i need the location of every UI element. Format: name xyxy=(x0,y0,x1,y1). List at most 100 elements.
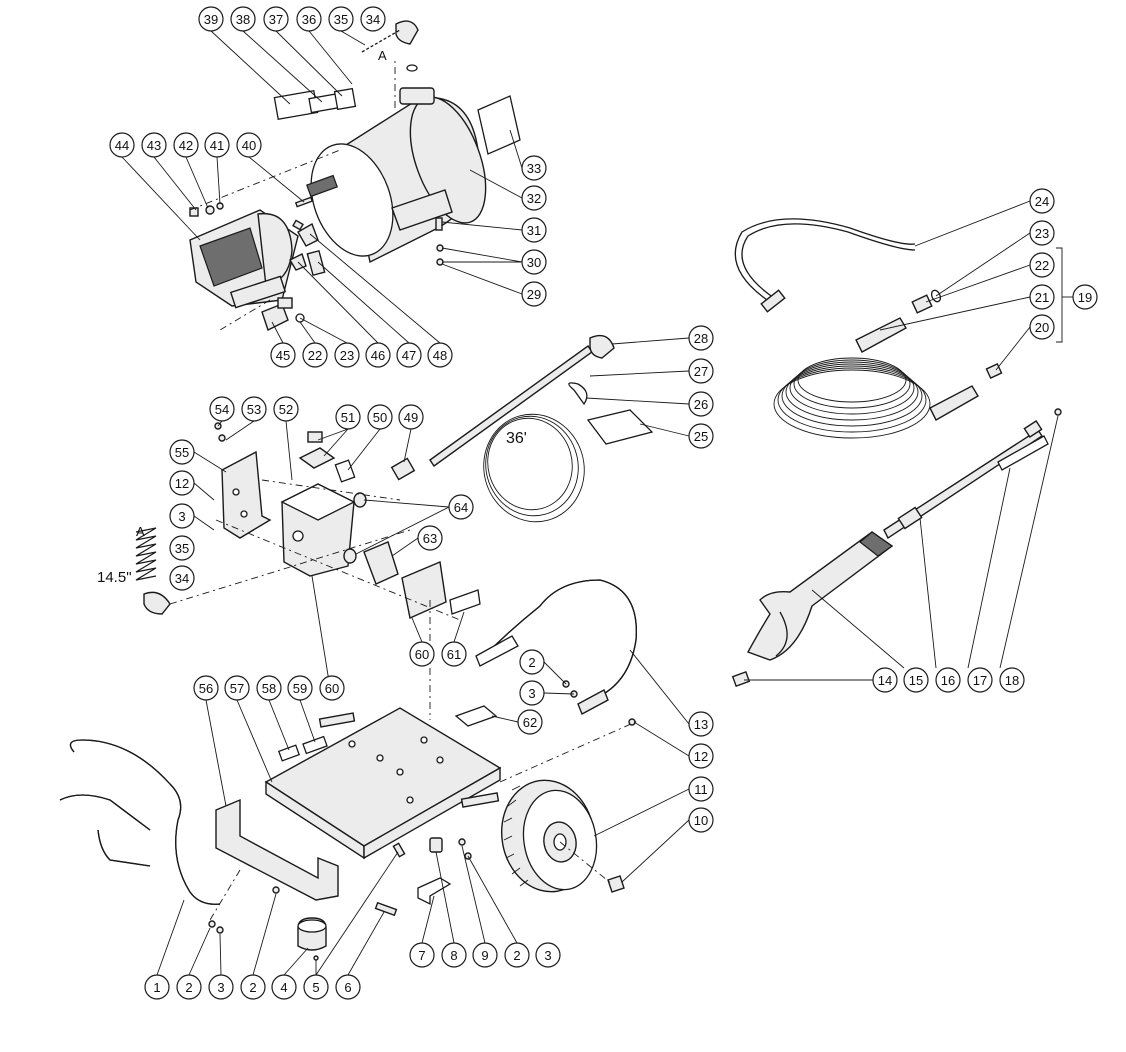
callout-circle xyxy=(169,535,195,561)
callout-26: 26 xyxy=(688,391,714,417)
callout-circle xyxy=(241,396,267,422)
callout-circle xyxy=(296,6,322,32)
callout-circle xyxy=(360,6,386,32)
callout-circle xyxy=(302,342,328,368)
callout-number: 51 xyxy=(341,410,355,425)
cart-frame-assembly xyxy=(59,579,641,961)
callout-circle xyxy=(688,776,714,802)
callout-circle xyxy=(872,667,898,693)
callout-34: 34 xyxy=(169,565,195,591)
callout-3: 3 xyxy=(208,974,234,1000)
callout-51: 51 xyxy=(335,404,361,430)
callout-circle xyxy=(441,942,467,968)
callout-17: 17 xyxy=(967,667,993,693)
callout-circle xyxy=(427,342,453,368)
callout-circle xyxy=(240,974,266,1000)
callout-circle xyxy=(688,807,714,833)
callout-number: 24 xyxy=(1035,194,1049,209)
callout-number: 8 xyxy=(450,948,457,963)
callout-38: 38 xyxy=(230,6,256,32)
callout-circle xyxy=(521,281,547,307)
callout-number: 43 xyxy=(147,138,161,153)
callout-11: 11 xyxy=(688,776,714,802)
callout-number: 5 xyxy=(312,980,319,995)
callout-23: 23 xyxy=(334,342,360,368)
callout-circle xyxy=(448,494,474,520)
callout-number: 3 xyxy=(178,509,185,524)
callout-circle xyxy=(1072,284,1098,310)
callout-circle xyxy=(271,974,297,1000)
callout-circle xyxy=(208,974,234,1000)
motor-assembly xyxy=(189,20,521,331)
callout-61: 61 xyxy=(441,641,467,667)
callout-circle xyxy=(1029,220,1055,246)
callout-circle xyxy=(169,439,195,465)
callout-circle xyxy=(273,396,299,422)
callout-number: 10 xyxy=(694,813,708,828)
callout-number: 23 xyxy=(1035,226,1049,241)
callout-circle xyxy=(209,396,235,422)
callout-41: 41 xyxy=(204,132,230,158)
callout-circle xyxy=(504,942,530,968)
callout-circle xyxy=(236,132,262,158)
callout-57: 57 xyxy=(224,675,250,701)
hose-length-label: 36' xyxy=(506,430,527,447)
callout-number: 28 xyxy=(694,331,708,346)
callout-circle xyxy=(335,404,361,430)
callout-12: 12 xyxy=(688,743,714,769)
callout-number: 31 xyxy=(527,223,541,238)
callout-number: 49 xyxy=(404,410,418,425)
callout-number: 53 xyxy=(247,402,261,417)
callout-1: 1 xyxy=(144,974,170,1000)
callout-22: 22 xyxy=(302,342,328,368)
callout-circle xyxy=(398,404,424,430)
callout-number: 18 xyxy=(1005,673,1019,688)
callout-number: 34 xyxy=(175,571,189,586)
callout-number: 6 xyxy=(344,980,351,995)
callout-number: 26 xyxy=(694,397,708,412)
callout-number: 61 xyxy=(447,647,461,662)
callout-circle xyxy=(535,942,561,968)
callout-54: 54 xyxy=(209,396,235,422)
callout-63: 63 xyxy=(417,525,443,551)
callout-number: 41 xyxy=(210,138,224,153)
callout-circle xyxy=(328,6,354,32)
callout-32: 32 xyxy=(521,185,547,211)
marker-a-side: A xyxy=(136,524,145,539)
callout-number: 60 xyxy=(415,647,429,662)
callout-circle xyxy=(256,675,282,701)
callout-number: 59 xyxy=(293,681,307,696)
callout-number: 11 xyxy=(694,782,708,797)
callout-number: 54 xyxy=(215,402,229,417)
callout-24: 24 xyxy=(1029,188,1055,214)
callout-circle xyxy=(441,641,467,667)
spring-length-label: 14.5" xyxy=(97,569,132,586)
callout-number: 2 xyxy=(249,980,256,995)
callout-21: 21 xyxy=(1029,284,1055,310)
callout-circle xyxy=(521,155,547,181)
callout-33: 33 xyxy=(521,155,547,181)
callout-62: 62 xyxy=(517,709,543,735)
callout-circle xyxy=(263,6,289,32)
callout-18: 18 xyxy=(999,667,1025,693)
callout-circle xyxy=(472,942,498,968)
callout-circle xyxy=(367,404,393,430)
callout-circle xyxy=(334,342,360,368)
callout-number: 44 xyxy=(115,138,129,153)
callout-19: 19 xyxy=(1072,284,1098,310)
callout-number: 22 xyxy=(1035,258,1049,273)
callout-circle xyxy=(417,525,443,551)
callout-number: 62 xyxy=(523,715,537,730)
callout-29: 29 xyxy=(521,281,547,307)
callout-circle xyxy=(144,974,170,1000)
callout-number: 23 xyxy=(340,348,354,363)
callout-number: 2 xyxy=(513,948,520,963)
callout-number: 36 xyxy=(302,12,316,27)
callout-25: 25 xyxy=(688,423,714,449)
callout-circle xyxy=(1029,252,1055,278)
callout-number: 4 xyxy=(280,980,287,995)
callout-circle xyxy=(1029,284,1055,310)
callout-circle xyxy=(335,974,361,1000)
callout-number: 21 xyxy=(1035,290,1049,305)
